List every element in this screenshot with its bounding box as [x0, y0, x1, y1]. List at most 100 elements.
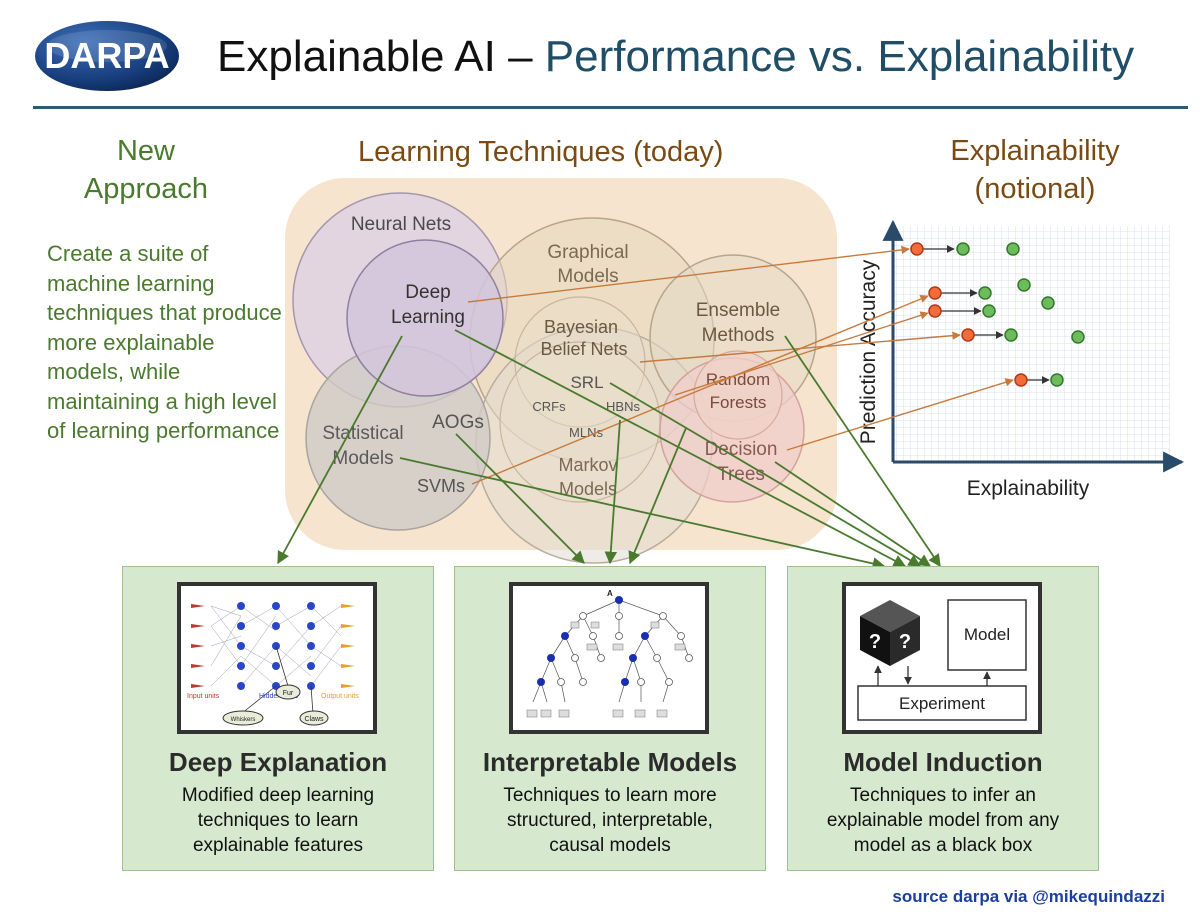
interpretable-models-desc-2: structured, interpretable,: [507, 810, 713, 831]
chart-grid: [893, 226, 1170, 462]
label-markov-1: Markov: [558, 455, 617, 475]
future-point-4: [978, 286, 992, 300]
model-induction-box: ? ? Model Experiment Model Induction Tec…: [787, 566, 1099, 871]
label-hbns: HBNs: [606, 399, 640, 414]
label-mlns: MLNs: [569, 425, 603, 440]
label-random-forests-2: Forests: [710, 393, 767, 412]
model-box: [947, 599, 1027, 671]
explainability-title: Explainability (notional): [950, 135, 1120, 205]
experiment-box: [857, 685, 1027, 721]
arrow-ensemble-to-induction: [784, 335, 941, 568]
future-point-6: [982, 304, 996, 318]
explainability-chart: Prediction Accuracy Explainability: [857, 219, 1185, 500]
model-label: Model: [964, 625, 1010, 644]
today-point-4: [961, 328, 975, 342]
arrow-aogs-to-interpretable: [455, 433, 585, 564]
page-title: Explainable AI – Performance vs. Explain…: [217, 30, 1134, 84]
new-approach-title: New Approach: [83, 135, 209, 205]
interpretable-models-desc-1: Techniques to learn more: [503, 785, 717, 806]
learning-techniques-title: Learning Techniques (today): [358, 136, 724, 168]
whiskers-label: Whiskers: [231, 717, 256, 723]
label-srl: SRL: [570, 373, 603, 392]
label-graphical-models-1: Graphical: [547, 242, 628, 263]
arrow-decision-trees-to-induction: [774, 461, 932, 567]
connector-svms: [471, 294, 929, 485]
arrow-statistical-to-induction: [399, 457, 886, 570]
label-svms: SVMs: [417, 476, 465, 496]
claws-label: Claws: [304, 716, 324, 723]
future-point-3: [1017, 278, 1031, 292]
today-point-5: [1014, 373, 1028, 387]
connector-decision-trees: [786, 378, 1014, 451]
label-deep-learning-2: Learning: [391, 307, 465, 328]
interpretable-models-desc-3: causal models: [549, 835, 671, 856]
label-statistical-1: Statistical: [322, 423, 403, 444]
fur-label: Fur: [283, 690, 294, 697]
black-box-image: ? ? Model Experiment: [842, 582, 1042, 734]
arrow-hbns-to-interpretable: [628, 427, 687, 565]
y-axis-label: Prediction Accuracy: [857, 259, 880, 444]
future-point-9: [1050, 373, 1064, 387]
label-aogs: AOGs: [432, 412, 484, 433]
tree-model-image: A: [509, 582, 709, 734]
label-bayesian-1: Bayesian: [544, 317, 618, 337]
label-graphical-models-2: Models: [557, 266, 618, 287]
connector-bayesian: [639, 331, 961, 363]
today-point-2: [928, 286, 942, 300]
future-point-7: [1004, 328, 1018, 342]
input-units-label: Input units: [187, 693, 220, 700]
output-units-label: Output units: [321, 693, 359, 700]
arrow-srl-to-interpretable: [604, 419, 621, 565]
label-decision-trees-1: Decision: [705, 439, 778, 460]
header-divider: [33, 106, 1188, 109]
label-decision-trees-2: Trees: [717, 464, 765, 485]
deep-explanation-box: Input units Hidden units Output units Fu…: [122, 566, 434, 871]
model-induction-desc-2: explainable model from any: [826, 810, 1060, 831]
connector-deep-learning: [467, 245, 910, 303]
label-deep-learning-1: Deep: [405, 282, 450, 303]
label-ensemble-2: Methods: [702, 325, 775, 346]
deep-explanation-desc-3: explainable features: [192, 835, 364, 856]
arrow-deep-learning-to-deep-explanation: [277, 335, 403, 565]
label-random-forests-1: Random: [706, 370, 770, 389]
arrow-srl-to-induction: [609, 382, 922, 567]
neural-network-image: Input units Hidden units Output units Fu…: [177, 582, 377, 734]
connector-random-forests: [674, 311, 929, 396]
model-induction-desc-1: Techniques to infer an: [850, 785, 1036, 806]
label-ensemble-1: Ensemble: [696, 300, 781, 321]
tree-root-label: A: [607, 589, 613, 598]
today-point-3: [928, 304, 942, 318]
deep-explanation-desc-2: techniques to learn: [197, 810, 359, 831]
random-forests-circle: [693, 350, 783, 440]
model-induction-desc-3: model as a black box: [853, 835, 1033, 856]
deep-learning-circle: [346, 239, 504, 397]
black-box-cube-icon: ? ?: [860, 600, 920, 666]
future-point-5: [1041, 296, 1055, 310]
source-credit: source darpa via @mikequindazzi: [892, 887, 1165, 906]
darpa-logo: DARPA: [35, 21, 179, 91]
question-mark-1: ?: [869, 631, 881, 653]
future-point-8: [1071, 330, 1085, 344]
darpa-logo-text: DARPA: [44, 35, 169, 76]
label-bayesian-2: Belief Nets: [540, 339, 627, 359]
experiment-label: Experiment: [899, 694, 985, 713]
deep-explanation-title: Deep Explanation: [168, 747, 388, 777]
title-part-1: Explainable AI –: [217, 32, 545, 81]
arrow-deep-learning-to-induction: [454, 329, 907, 567]
today-point-1: [910, 242, 924, 256]
new-approach-description: Create a suite of machine learning techn…: [47, 241, 282, 443]
future-point-2: [1006, 242, 1020, 256]
question-mark-2: ?: [899, 631, 911, 653]
label-markov-2: Models: [559, 479, 617, 499]
interpretable-models-box: A Interpretable Models Techniques to lea…: [454, 566, 766, 871]
interpretable-models-title: Interpretable Models: [482, 747, 738, 777]
x-axis-label: Explainability: [967, 477, 1090, 500]
model-induction-title: Model Induction: [843, 747, 1043, 777]
future-point-1: [956, 242, 970, 256]
label-neural-nets: Neural Nets: [351, 214, 451, 235]
label-crfs: CRFs: [532, 399, 566, 414]
label-statistical-2: Models: [332, 448, 393, 469]
title-part-2: Performance vs. Explainability: [544, 32, 1135, 81]
deep-explanation-desc-1: Modified deep learning: [181, 785, 375, 806]
